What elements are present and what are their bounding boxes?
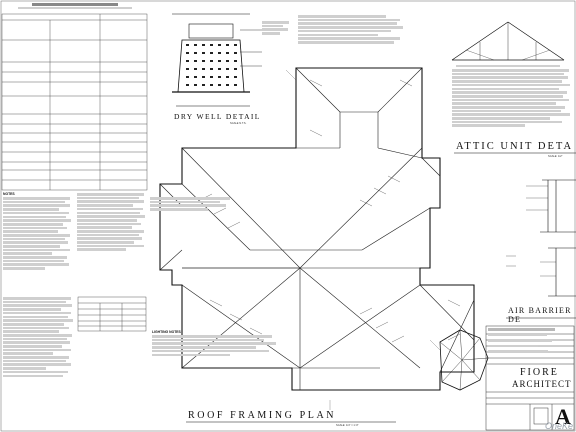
firm-name: FIORE	[520, 367, 559, 378]
notes-block-right	[452, 68, 574, 148]
drywell-title: DRY WELL DETAIL	[174, 112, 261, 121]
notes-block-left-lower	[3, 296, 75, 426]
attic-unit-title: ATTIC UNIT DETA	[456, 141, 574, 152]
notes-block-middle	[77, 192, 147, 292]
notes-block-center	[150, 196, 296, 276]
table-heading	[4, 2, 146, 14]
attic-unit-scale: SCALE: 1/2"	[548, 155, 563, 158]
firm-subtitle: ARCHITECT	[512, 379, 572, 389]
drywell-stones	[186, 44, 237, 86]
air-barrier-details	[506, 179, 576, 297]
lighting-notes: LIGHTING NOTES	[152, 330, 282, 390]
roof-framing-plan-scale: SCALE: 1/4" = 1'-0"	[336, 424, 359, 427]
drywell-callouts	[262, 20, 292, 100]
air-barrier-title: AIR BARRIER DE	[508, 306, 572, 324]
drywell-detail	[172, 13, 262, 107]
title-block-rows	[488, 327, 572, 363]
notes-block-top-middle	[298, 14, 444, 62]
sheet-number: A	[555, 404, 571, 429]
drywell-scale: SCALE N.T.S.	[230, 122, 247, 125]
notes-title: NOTES	[3, 192, 15, 196]
turret	[439, 329, 489, 391]
small-table	[77, 296, 147, 332]
roof-rafter-ticks	[199, 79, 461, 343]
attic-section	[451, 21, 565, 67]
roof-ridge-lines	[159, 67, 475, 390]
watermark: OneKe	[544, 421, 573, 431]
roof-framing-plan-title: ROOF FRAMING PLAN	[188, 410, 337, 421]
lighting-notes-title: LIGHTING NOTES	[152, 330, 181, 334]
ventilation-table	[1, 13, 148, 191]
notes-block-left: NOTES	[3, 192, 73, 292]
